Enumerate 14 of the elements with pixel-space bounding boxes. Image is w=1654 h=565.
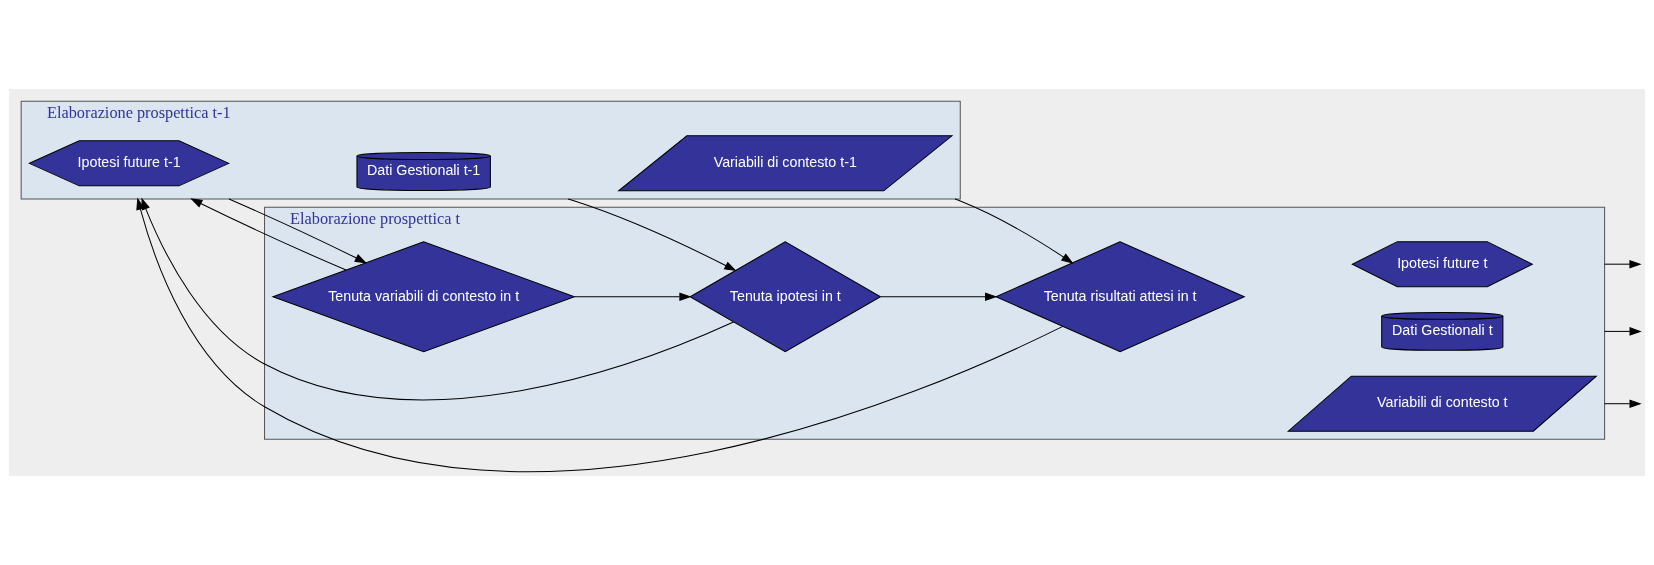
arrow bbox=[1604, 327, 1642, 336]
node-diamond: Tenuta risultati attesi in t bbox=[994, 241, 1246, 353]
arrow bbox=[574, 292, 692, 302]
arrow bbox=[136, 197, 1064, 472]
arrow bbox=[190, 198, 347, 271]
arrow bbox=[141, 197, 734, 401]
node-diamond: Tenuta ipotesi in t bbox=[689, 241, 882, 353]
arrow bbox=[567, 198, 737, 272]
arrow bbox=[1604, 399, 1642, 408]
arrow bbox=[954, 198, 1074, 264]
arrow bbox=[1604, 259, 1642, 269]
node-diamond: Tenuta variabili di contesto in t bbox=[271, 241, 576, 353]
arrow bbox=[228, 198, 367, 264]
arrow bbox=[880, 292, 998, 302]
